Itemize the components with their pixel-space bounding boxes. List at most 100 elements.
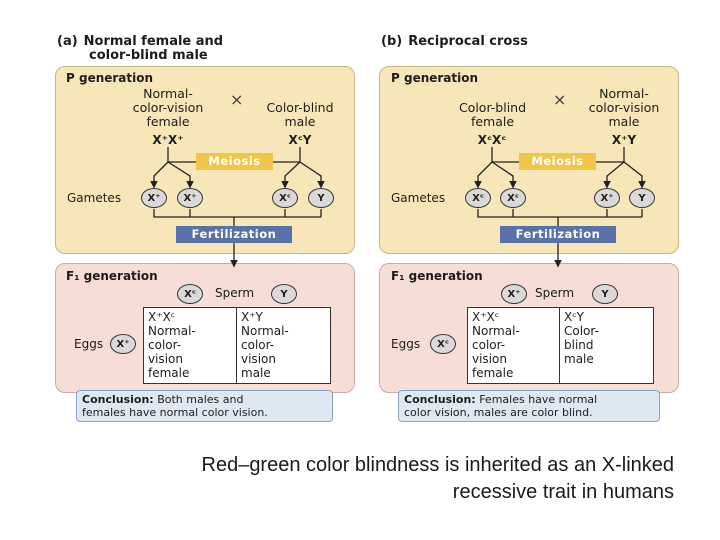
panel-b-sperm-2: Y (592, 284, 618, 304)
panel-a-cross-symbol: × (230, 90, 244, 109)
panel-b-cross-symbol: × (553, 90, 567, 109)
panel-b-f1-generation-title: F₁ generation (391, 269, 483, 283)
panel-a-conclusion-line1: Both males and (153, 393, 244, 406)
panel-b-female-line2: female (470, 114, 515, 129)
cell-text: Normal- (241, 324, 289, 338)
panel-a-meiosis-to-gamete-3 (281, 161, 301, 189)
panel-b-gamete-2: Xᶜ (500, 188, 526, 208)
cell-text: color- (472, 338, 506, 352)
panel-a-male-line2: male (284, 114, 316, 129)
cell-text: vision (472, 352, 507, 366)
panel-b-cell-male: XᶜY Color- blind male (559, 308, 653, 383)
cell-text: Normal- (472, 324, 520, 338)
panel-b-sperm-label: Sperm (535, 286, 575, 300)
panel-b-male-line2: color-vision (588, 100, 660, 115)
panel-b-gamete-drops (512, 209, 643, 217)
cell-text: vision (241, 352, 276, 366)
panel-a-conclusion-bold: Conclusion: (82, 393, 154, 406)
panel-b-meiosis-band: Meiosis (519, 153, 596, 170)
panel-a-egg: X⁺ (110, 334, 136, 354)
panel-a-female-line3: female (146, 114, 190, 129)
panel-a-gamete-drops (189, 209, 322, 217)
panel-b-meiosis-to-gamete-2 (491, 161, 517, 189)
cell-text: vision (148, 352, 183, 366)
panel-a-meiosis-to-gamete-2 (167, 161, 194, 189)
panel-b-gametes-label: Gametes (391, 191, 446, 205)
panel-b-female-to-meiosis (491, 147, 519, 163)
cell-text: color- (241, 338, 275, 352)
cell-text: female (148, 366, 190, 380)
panel-a-male-genotype: XᶜY (288, 133, 312, 147)
panel-b-eggs-label: Eggs (391, 337, 421, 351)
panel-b-cell-female: X⁺Xᶜ Normal- color- vision female (468, 308, 559, 383)
cell-text: color- (148, 338, 182, 352)
panel-a-female-line2: color-vision (132, 100, 204, 115)
panel-b-female-line1: Color-blind (458, 100, 527, 115)
panel-b-meiosis-to-gamete-1 (474, 161, 493, 189)
panel-a-cell-male: X⁺Y Normal- color- vision male (236, 308, 330, 383)
cell-text: blind (564, 338, 594, 352)
caption-line1: Red–green color blindness is inherited a… (201, 454, 675, 476)
panel-b-fertilization-band: Fertilization (500, 226, 616, 243)
panel-b-title: (b) Reciprocal cross (381, 35, 528, 49)
panel-a-label: (a) (57, 34, 78, 49)
panel-b-title-line1: Reciprocal cross (408, 34, 528, 49)
panel-a-female-genotype: X⁺X⁺ (152, 133, 184, 147)
panel-a-meiosis-to-gamete-1 (150, 161, 169, 189)
panel-a-conclusion: Conclusion: Both males and females have … (76, 390, 333, 422)
panel-a-f1-generation-title: F₁ generation (66, 269, 158, 283)
panel-a-female-line1: Normal- (143, 86, 193, 101)
panel-a-conclusion-line2: females have normal color vision. (82, 406, 268, 419)
caption: Red–green color blindness is inherited a… (34, 452, 675, 506)
panel-b-conclusion-line2: color vision, males are color blind. (404, 406, 593, 419)
panel-b-p-generation-title: P generation (391, 71, 479, 85)
panel-b-female: Color-blind female (440, 101, 545, 129)
panel-b-male-genotype: X⁺Y (611, 133, 637, 147)
cell-genotype: X⁺Y (241, 310, 263, 324)
panel-b-male-to-meiosis (596, 147, 625, 163)
cell-text: Color- (564, 324, 599, 338)
cell-genotype: X⁺Xᶜ (472, 310, 500, 324)
panel-a-p-generation-title: P generation (66, 71, 154, 85)
panel-a-sperm-label: Sperm (215, 286, 255, 300)
panel-b-gametes-join (477, 209, 642, 218)
panel-b-conclusion-bold: Conclusion: (404, 393, 476, 406)
panel-a-cell-female: X⁺Xᶜ Normal- color- vision female (144, 308, 236, 383)
panel-a-sperm-2: Y (271, 284, 297, 304)
panel-a-male: Color-blind male (250, 101, 350, 129)
panel-a-female: Normal- color-vision female (118, 87, 218, 129)
panel-a-title-line1: Normal female and (83, 34, 224, 49)
cell-genotype: XᶜY (564, 310, 584, 324)
panel-b-male: Normal- color-vision male (574, 87, 674, 129)
panel-a-sperm-1: Xᶜ (177, 284, 203, 304)
panel-a-fertilization-band: Fertilization (176, 226, 292, 243)
panel-b-male-line1: Normal- (599, 86, 649, 101)
panel-b-conclusion-line1: Females have normal (475, 393, 598, 406)
panel-a-male-line1: Color-blind (266, 100, 334, 115)
panel-b-meiosis-to-gamete-3 (603, 161, 625, 189)
panel-a-title-line2: color-blind male (89, 48, 208, 63)
cell-text: female (472, 366, 514, 380)
panel-b-egg: Xᶜ (430, 334, 456, 354)
panel-a-male-to-meiosis (273, 147, 301, 163)
cell-text: Normal- (148, 324, 196, 338)
panel-b-label: (b) (381, 34, 403, 49)
panel-a-female-to-meiosis (167, 147, 196, 163)
panel-b-meiosis-to-gamete-4 (623, 161, 646, 189)
panel-b-gamete-3: X⁺ (594, 188, 620, 208)
panel-a-gametes-join (153, 209, 321, 218)
cell-text: male (564, 352, 594, 366)
panel-b-conclusion: Conclusion: Females have normal color vi… (398, 390, 660, 422)
panel-a-punnett-square: X⁺Xᶜ Normal- color- vision female X⁺Y No… (143, 307, 331, 384)
panel-b-male-line3: male (608, 114, 640, 129)
caption-line2: recessive trait in humans (452, 481, 674, 503)
panel-b-sperm-1: X⁺ (501, 284, 527, 304)
panel-a-meiosis-to-gamete-4 (299, 161, 325, 189)
panel-a-eggs-label: Eggs (74, 337, 104, 351)
panel-a-title: (a) Normal female and color-blind male (57, 35, 223, 63)
cell-genotype: X⁺Xᶜ (148, 310, 176, 324)
panel-b-female-genotype: XᶜXᶜ (477, 133, 507, 147)
panel-b-punnett-square: X⁺Xᶜ Normal- color- vision female XᶜY Co… (467, 307, 654, 384)
panel-a-meiosis-band: Meiosis (196, 153, 273, 170)
